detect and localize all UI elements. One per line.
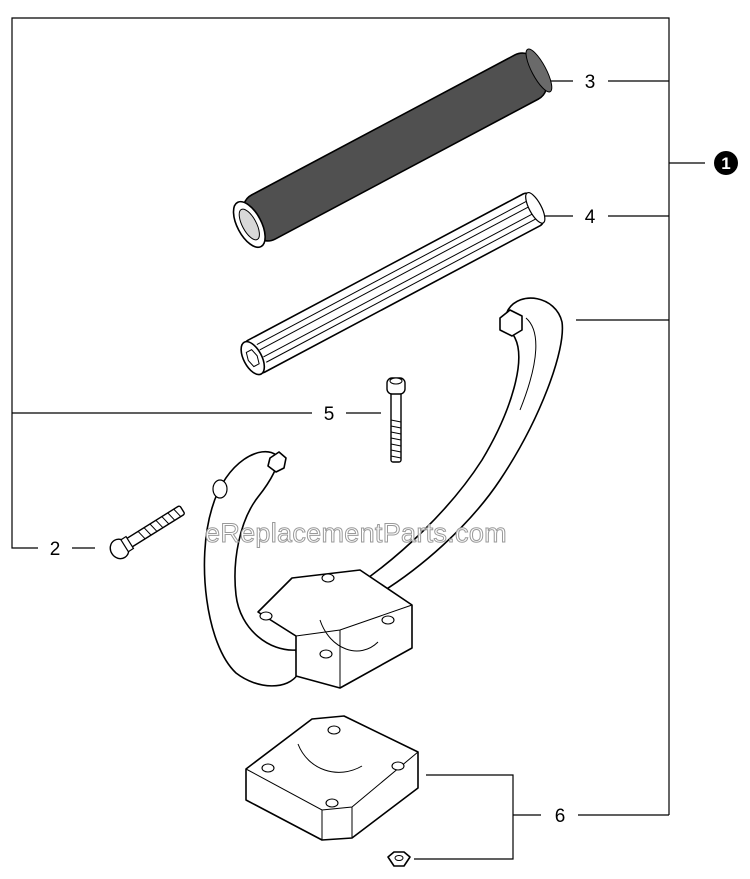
long-screw	[386, 377, 406, 463]
filled-circle-icon: 1	[714, 151, 738, 175]
callout-labels: 3 4 5 2 6 1	[50, 72, 738, 827]
lower-clamp	[245, 715, 419, 841]
callout-5: 5	[324, 404, 335, 425]
leader-2-frame	[11, 413, 38, 549]
splined-shaft	[240, 192, 546, 376]
leader-6-bracket	[414, 774, 514, 860]
hex-bolt	[109, 505, 185, 560]
loop-handle	[203, 297, 564, 689]
callout-4: 4	[585, 207, 596, 228]
grip-sleeve	[232, 48, 553, 249]
hex-nut	[387, 851, 411, 867]
callout-1: 1	[721, 154, 730, 173]
watermark-text: eReplacementParts.com	[205, 518, 508, 549]
assembly-bracket-frame	[11, 17, 670, 815]
callout-6: 6	[555, 806, 566, 827]
callout-2: 2	[50, 539, 61, 560]
callout-3: 3	[585, 72, 596, 93]
leader-lines	[11, 17, 705, 860]
